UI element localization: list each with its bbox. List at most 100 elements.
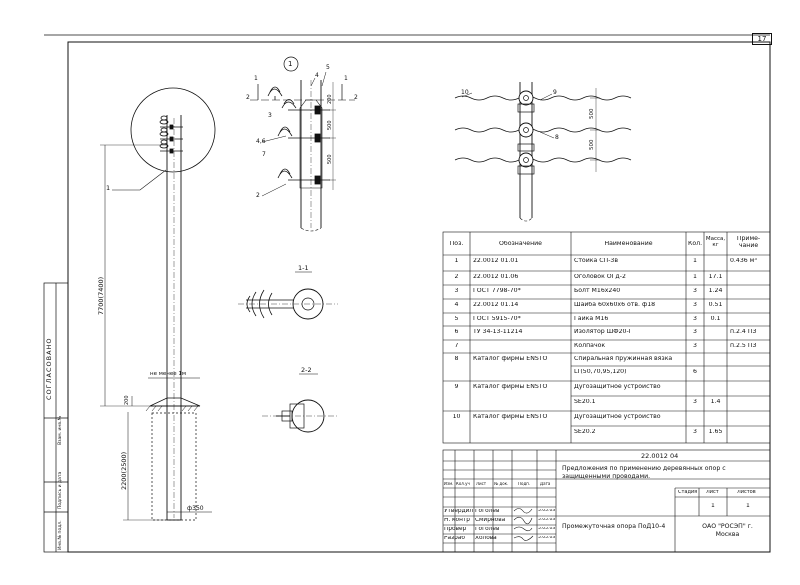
spec-row-4-designation: ГОСТ 5915-70*	[473, 316, 521, 322]
dim-top-500-lower: 500	[589, 139, 595, 151]
spec-row-5-name: Изолятор ШФ20-Г	[574, 329, 633, 335]
dim-pole-height: 7700(7400)	[97, 276, 105, 315]
callout-4: 4	[315, 72, 319, 79]
spec-row-11-designation: Каталог фирмы ENSTO	[473, 414, 548, 420]
spec-row-12-qty: 3	[693, 429, 697, 435]
spec-header-note: Приме- чание	[736, 236, 761, 249]
callout-9: 9	[553, 89, 557, 96]
spec-header-qty: Кол.	[687, 241, 703, 247]
spec-row-1-pos: 2	[454, 274, 459, 280]
cut-mark-2-left: 2	[246, 94, 250, 101]
stage-header-stage: Стадия	[678, 490, 698, 495]
spec-row-10-mass: 1.4	[710, 399, 721, 405]
section-1-1-view	[238, 271, 338, 320]
spec-row-7-designation: Каталог фирмы ENSTO	[473, 356, 548, 362]
detail-circle	[130, 87, 216, 173]
spec-row-0-pos: 1	[454, 258, 459, 264]
spec-row-8-name: LT(50,70,95,120)	[574, 369, 627, 375]
col-header-izm: Изм.	[444, 482, 454, 486]
dim-500-lower: 500	[327, 154, 333, 164]
title-block-grid	[442, 449, 771, 553]
spec-row-5-pos: 6	[454, 329, 459, 335]
callout-4-6: 4,6	[256, 138, 266, 145]
spec-row-3-mass: 0.51	[708, 302, 723, 308]
spec-row-0-name: Стойка СП-3в	[574, 258, 619, 264]
spec-row-5-designation: ТУ 34-13-11214	[473, 329, 523, 335]
spec-row-5-note: п.2.4 ПЗ	[730, 329, 757, 335]
spec-row-4-name: Гайка М16	[574, 316, 609, 322]
spec-row-3-pos: 4	[454, 302, 459, 308]
spec-row-9-pos: 9	[454, 384, 459, 390]
callout-7: 7	[262, 151, 266, 158]
approver-1-role: Н. контр	[444, 518, 470, 523]
spec-row-10-qty: 3	[693, 399, 697, 405]
spec-row-1-designation: 22.0012 01.06	[473, 274, 519, 280]
approver-1-date: 5.05.03	[538, 518, 556, 522]
callout-3: 3	[268, 112, 272, 119]
spec-header-pos: Поз.	[449, 241, 464, 247]
organization: ОАО "РОСЭП" г. Москва	[702, 523, 753, 538]
approver-3-role: Разраб	[444, 536, 465, 541]
dim-200-top: 200	[327, 94, 333, 104]
spec-row-12-mass: 1.65	[708, 429, 723, 435]
side-stamp-label-1: Подпись и дата	[58, 471, 63, 509]
doc-code: 22.0012 04	[641, 453, 679, 460]
callout-5: 5	[326, 64, 330, 71]
spec-row-3-designation: 22.0012 01.14	[473, 302, 519, 308]
dim-500-upper: 500	[327, 120, 333, 130]
spec-row-8-qty: 6	[693, 369, 697, 375]
col-header-ndoc: № док.	[494, 482, 509, 486]
approver-1-name: Смирнова	[475, 518, 506, 523]
cut-mark-2-right: 2	[354, 94, 358, 101]
approver-2-name: Гоголев	[475, 527, 500, 532]
dim-diameter: ф350	[187, 505, 204, 512]
signatures	[513, 508, 534, 541]
col-header-koluch: Кол.уч	[456, 482, 470, 486]
spec-row-1-mass: 17.1	[708, 274, 723, 280]
approver-3-name: Холова	[475, 536, 497, 541]
cut-mark-1-right: 1	[344, 75, 348, 82]
callout-2: 2	[256, 192, 260, 199]
section-2-2-label: 2-2	[301, 366, 312, 374]
spec-header-designation: Обозначение	[499, 241, 542, 247]
callout-8: 8	[555, 134, 559, 141]
callout-1: 1	[106, 184, 111, 192]
side-stamp-label-2: Инв.№ подл.	[58, 520, 63, 550]
view-1-label: 1	[288, 60, 293, 68]
spec-row-11-name: Дугозащитное устройство	[574, 414, 661, 420]
sheet-number-box: 17	[752, 33, 772, 45]
spec-row-1-name: Оголовок ОГд-2	[574, 274, 626, 280]
stage-value-sheet: 1	[711, 503, 715, 509]
side-stamp-label-0: Взам. инв.№	[58, 415, 63, 445]
spec-row-7-pos: 8	[454, 356, 459, 362]
cut-mark-1-left: 1	[254, 75, 258, 82]
spec-header-mass: Масса, кг	[705, 236, 726, 249]
col-header-date: Дата	[540, 482, 551, 486]
spec-row-3-qty: 3	[693, 302, 697, 308]
spec-row-4-mass: 0.1	[710, 316, 721, 322]
spec-row-2-qty: 3	[693, 288, 697, 294]
spec-table-grid	[442, 231, 771, 444]
dim-200-ground: 200	[124, 395, 130, 405]
spec-row-5-qty: 3	[693, 329, 697, 335]
callout-10: 10	[461, 89, 469, 96]
approver-0-name: Гоголев	[475, 509, 500, 514]
drawing-name: Промежуточная опора ПоД10-4	[562, 523, 666, 530]
stage-header-sheets: Листов	[737, 490, 756, 495]
section-1-1-label: 1-1	[298, 264, 309, 272]
spec-row-1-qty: 1	[693, 274, 697, 280]
side-stamp-title: СОГЛАСОВАНО	[45, 337, 53, 400]
approver-3-date: 5.05.03	[538, 536, 556, 540]
spec-row-2-mass: 1.24	[708, 288, 723, 294]
spec-row-2-designation: ГОСТ 7798-70*	[473, 288, 521, 294]
approver-0-role: Утвердил	[444, 509, 474, 514]
spec-row-6-qty: 3	[693, 343, 697, 349]
dim-top-500-upper: 500	[589, 108, 595, 120]
pole-elevation-view	[100, 87, 216, 521]
section-2-2-view	[262, 373, 338, 433]
approver-2-role: Провер	[444, 527, 467, 532]
col-header-podp: Подп.	[518, 482, 531, 486]
spec-row-0-designation: 22.0012 01.01	[473, 258, 519, 264]
stage-header-sheet: Лист	[706, 490, 719, 495]
